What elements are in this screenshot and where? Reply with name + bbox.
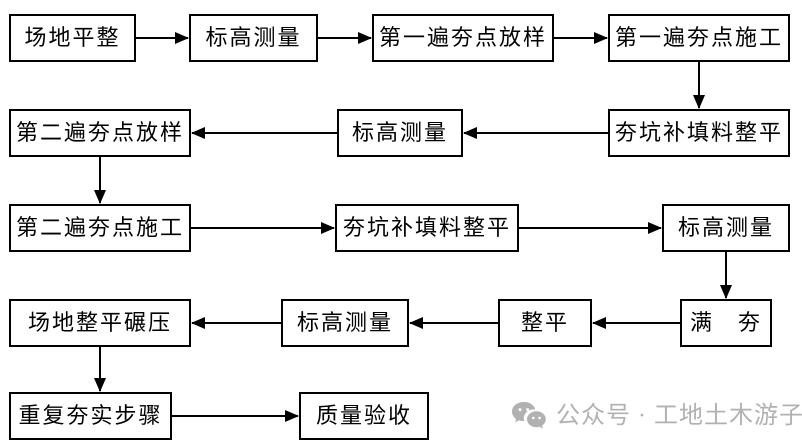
flow-node-leveling: 整平 <box>498 299 592 347</box>
flow-node-elevation-survey-2: 标高测量 <box>337 109 463 157</box>
flow-node-repeat-tamping-steps: 重复夯实步骤 <box>9 392 172 440</box>
flow-node-pit-backfill-leveling-1: 夯坑补填料整平 <box>608 109 790 157</box>
flow-node-elevation-survey-3: 标高测量 <box>662 204 790 252</box>
flow-node-second-pass-tamping-layout: 第二遍夯点放样 <box>9 109 191 157</box>
flow-node-site-leveling-rolling: 场地整平碾压 <box>9 299 191 347</box>
watermark: 公众号 · 工地土木游子 <box>511 400 802 432</box>
flow-node-site-leveling: 场地平整 <box>9 14 136 62</box>
flow-node-quality-acceptance: 质量验收 <box>299 392 429 440</box>
flow-node-elevation-survey-4: 标高测量 <box>281 299 409 347</box>
flow-node-second-pass-tamping-construction: 第二遍夯点施工 <box>9 204 191 252</box>
flow-node-pit-backfill-leveling-2: 夯坑补填料整平 <box>335 204 519 252</box>
flow-node-elevation-survey-1: 标高测量 <box>189 14 318 62</box>
wechat-icon <box>512 402 546 429</box>
flow-node-full-tamping: 满 夯 <box>680 299 772 347</box>
flow-node-first-pass-tamping-layout: 第一遍夯点放样 <box>372 14 554 62</box>
watermark-text: 公众号 · 工地土木游子 <box>556 403 802 429</box>
flow-node-first-pass-tamping-construction: 第一遍夯点施工 <box>608 14 790 62</box>
